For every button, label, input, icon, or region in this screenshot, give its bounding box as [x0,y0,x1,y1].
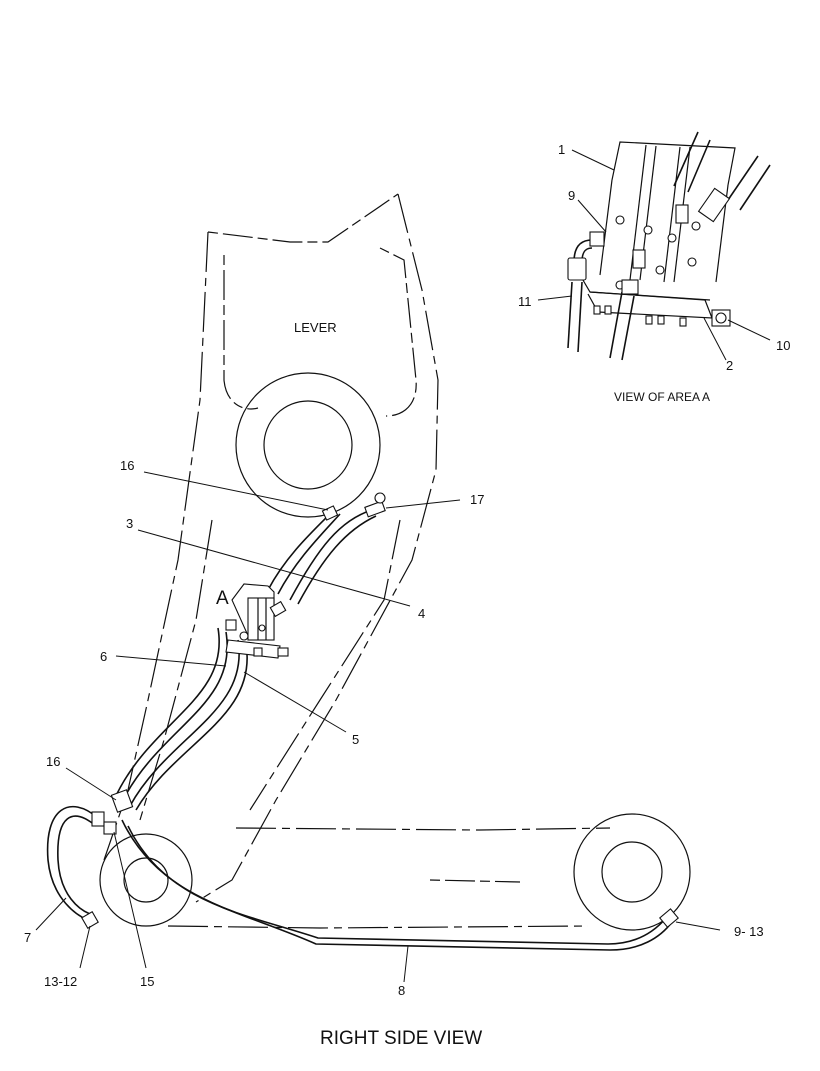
callout-16-top: 16 [120,458,134,473]
hose-4 [289,509,373,601]
valve-plate [225,639,281,659]
leader-lines [35,471,721,983]
fitting [277,647,289,657]
callout-15: 15 [140,974,154,989]
hoses [46,509,673,951]
fitting [632,249,646,269]
callout-10: 10 [776,338,790,353]
callout-16-bottom: 16 [46,754,60,769]
callout-2: 2 [726,358,733,373]
lever-pivot-hole [263,400,353,490]
arm-end-hole [601,841,663,903]
fitting-9-13 [659,908,679,928]
callout-11: 11 [518,294,532,309]
hose-5 [129,639,240,807]
fitting-16-top [321,505,339,521]
inset-view-area-a: 1 9 11 10 2 VIEW OF AREA A [518,131,790,404]
view-title: RIGHT SIDE VIEW [320,1028,482,1049]
hose-6 [113,627,221,801]
hose-3 [267,511,333,591]
callout-4: 4 [418,606,425,621]
area-a-marker: A [216,588,229,609]
lever-outline: LEVER [103,193,439,903]
callout-1: 1 [558,142,565,157]
callout-9-13: 9- 13 [734,924,764,939]
callout-labels: 16 17 3 4 6 5 16 7 13-12 15 8 9- 13 [24,458,764,998]
fitting-17 [364,500,386,518]
lever-pivot-boss [235,372,381,518]
fitting [621,279,639,295]
arm-end-boss [573,813,691,931]
valve-block-area-a: A [216,583,289,659]
hose [687,139,711,193]
hose-7 [46,806,99,921]
callout-7: 7 [24,930,31,945]
callout-5: 5 [352,732,359,747]
fitting-16-bottom [110,789,134,813]
hose-8 [121,819,673,951]
lower-arm [99,813,691,931]
fitting-13-12 [81,911,99,929]
callout-6: 6 [100,649,107,664]
callout-9-inset: 9 [568,188,575,203]
callout-17: 17 [470,492,484,507]
arm-base-hole [123,857,169,903]
valve-block-top [611,141,736,186]
fitting-11 [567,257,587,281]
elbow-fitting-9 [589,231,605,247]
inset-caption: VIEW OF AREA A [614,390,710,404]
arm-base-boss [99,833,193,927]
fitting [675,204,689,224]
callout-3: 3 [126,516,133,531]
valve-body [247,597,275,641]
fittings [81,492,679,929]
callout-13-12: 13-12 [44,974,77,989]
hose [739,164,771,211]
fitting [91,811,105,827]
lever-label: LEVER [294,320,337,335]
hose-fitting [697,187,731,223]
callout-8: 8 [398,983,405,998]
